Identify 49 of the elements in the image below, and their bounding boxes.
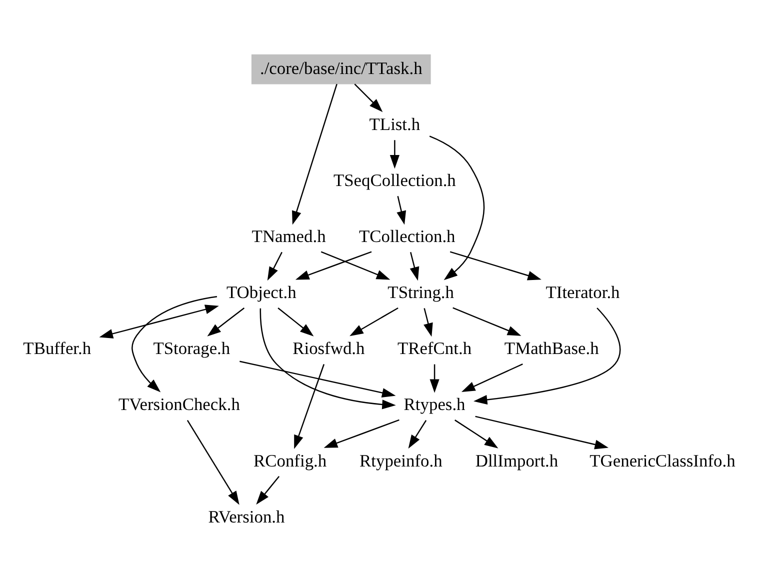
node-text: TNamed.h [252, 226, 326, 246]
node-text: DllImport.h [475, 450, 558, 470]
arrow [99, 304, 219, 338]
arrow [320, 251, 390, 280]
node-text: Rtypeinfo.h [360, 450, 442, 470]
arrow [461, 363, 523, 392]
arrow [267, 252, 282, 281]
arrow [294, 364, 325, 449]
arrow [474, 308, 621, 405]
arrow [354, 84, 383, 112]
arrow [292, 84, 338, 225]
node-text: TBuffer.h [23, 338, 92, 358]
node-text: Riosfwd.h [292, 338, 365, 358]
arrow [408, 420, 427, 449]
node-text: TStorage.h [153, 338, 230, 358]
arrow [324, 419, 400, 448]
arrow [430, 364, 440, 393]
node-text: TIterator.h [546, 282, 620, 302]
arrow [390, 140, 400, 169]
arrow [429, 136, 485, 280]
arrow [475, 416, 608, 450]
node-box: ./core/base/inc/TTask.h [251, 54, 431, 84]
arrow [410, 252, 420, 281]
arrow [240, 360, 396, 398]
node-text: TObject.h [226, 282, 296, 302]
arrow [396, 196, 406, 225]
node-text: RVersion.h [208, 506, 285, 526]
arrow [450, 251, 542, 280]
node-text: TVersionCheck.h [118, 394, 240, 414]
node-text: TMathBase.h [504, 338, 599, 358]
node-text: TCollection.h [359, 226, 456, 246]
arrow [260, 308, 396, 410]
arrow [278, 308, 314, 336]
arrow [295, 251, 372, 280]
node-text: Rtypes.h [404, 394, 466, 414]
arrow [350, 307, 398, 336]
arrow [454, 420, 498, 448]
node-text: TSeqCollection.h [333, 170, 456, 190]
node-text: TGenericClassInfo.h [590, 450, 736, 470]
node-text: TString.h [388, 282, 454, 302]
arrow [452, 307, 522, 336]
arrow [186, 420, 240, 505]
arrow [207, 308, 245, 336]
node-text: RConfig.h [254, 450, 327, 470]
node-text: TRefCnt.h [398, 338, 472, 358]
arrow [256, 476, 280, 505]
arrow [132, 296, 218, 392]
node-text: TList.h [369, 114, 420, 134]
arrow [424, 308, 433, 337]
